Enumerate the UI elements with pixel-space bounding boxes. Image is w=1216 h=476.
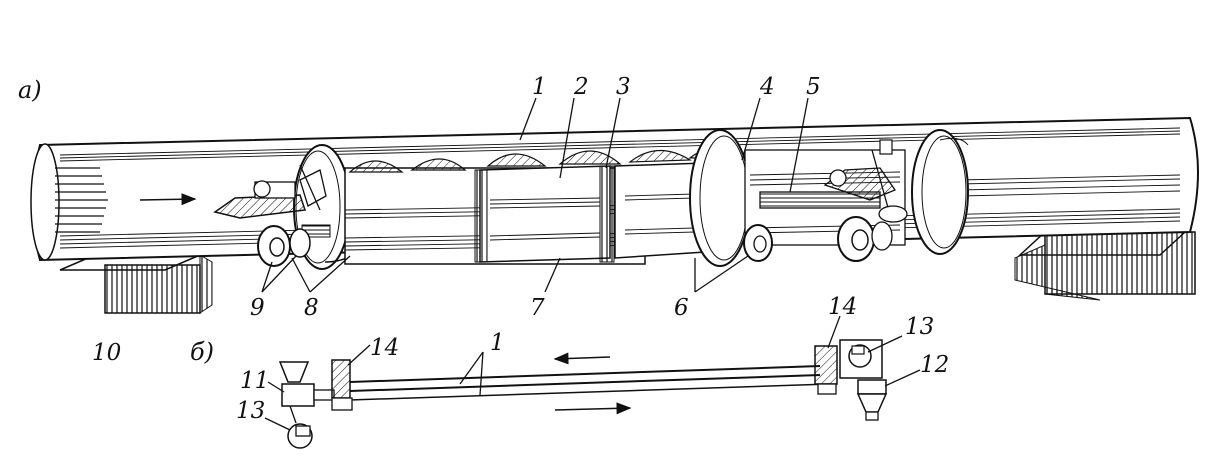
belt-drum-middle: [344, 149, 736, 265]
callout-b-12: 12: [920, 352, 949, 378]
callout-a-3: 3: [616, 74, 631, 100]
callout-a-9: 9: [250, 295, 265, 321]
carriage-disc-right-front: [689, 129, 751, 267]
support-block-left: [59, 254, 213, 314]
callout-a-7: 7: [530, 295, 545, 321]
callout-b-14-left: 14: [370, 335, 399, 361]
wheel-pair-right: [743, 216, 893, 262]
callout-a-10: 10: [92, 340, 121, 366]
return-arrow: [553, 352, 611, 365]
callout-a-6: 6: [674, 295, 689, 321]
leader-lines-a: [261, 97, 809, 293]
panel-b-label: б): [190, 338, 214, 366]
pipeline: [349, 365, 831, 401]
callout-a-1: 1: [532, 74, 547, 100]
callout-b-11: 11: [240, 368, 269, 394]
leader-lines-b: [264, 315, 921, 431]
callout-a-5: 5: [806, 74, 821, 100]
panel-a-label: а): [18, 76, 42, 104]
support-block-right: [1014, 231, 1196, 301]
panel-b: б): [190, 294, 949, 449]
callout-b-14-right: 14: [828, 294, 857, 320]
loading-station: [278, 359, 353, 449]
callout-a-4: 4: [759, 74, 775, 100]
callout-b-13-right: 13: [905, 314, 934, 340]
wheel-pair-left: [257, 225, 356, 267]
callout-a-2: 2: [573, 74, 589, 100]
callout-b-13-left: 13: [236, 398, 265, 424]
carriage-disc-right-rear: [911, 129, 969, 255]
forward-arrow: [554, 402, 632, 415]
callout-a-8: 8: [304, 295, 319, 321]
unloading-station: [814, 339, 888, 421]
drive-mechanism-left: [213, 164, 331, 238]
drive-mechanism-right: [823, 139, 908, 223]
panel-a: а): [18, 74, 1199, 366]
callout-b-1: 1: [490, 330, 505, 356]
